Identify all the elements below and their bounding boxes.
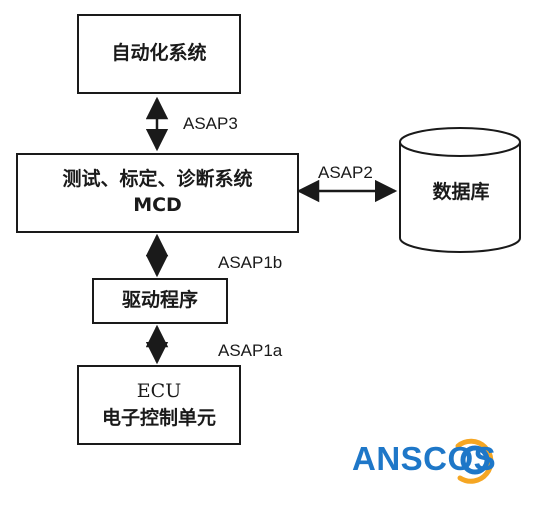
driver-label: 驱动程序 (121, 289, 198, 312)
automation-system-label: 自动化系统 (111, 42, 207, 65)
anscos-logo-wordmark: ANSCOS (352, 440, 497, 477)
asap2-label: ASAP2 (318, 163, 373, 182)
asap3-label: ASAP3 (183, 114, 238, 133)
driver-box: 驱动程序 (92, 278, 228, 324)
asap1a-label: ASAP1a (218, 341, 283, 360)
anscos-logo-mark (455, 438, 494, 484)
anscos-logo-text: ANSCOS (352, 440, 496, 478)
ecu-chinese-label: 电子控制单元 (101, 406, 216, 429)
test-calibration-diagnostic-box: 测试、标定、诊断系统 MCD (16, 153, 299, 233)
database-label: 数据库 (432, 181, 490, 203)
automation-system-box: 自动化系统 (77, 14, 241, 94)
asap1b-label: ASAP1b (218, 253, 283, 272)
ecu-label: ECU (136, 379, 182, 402)
mcd-label: MCD (133, 194, 182, 216)
test-system-label: 测试、标定、诊断系统 (62, 168, 253, 191)
ecu-box: ECU 电子控制单元 (77, 365, 241, 445)
